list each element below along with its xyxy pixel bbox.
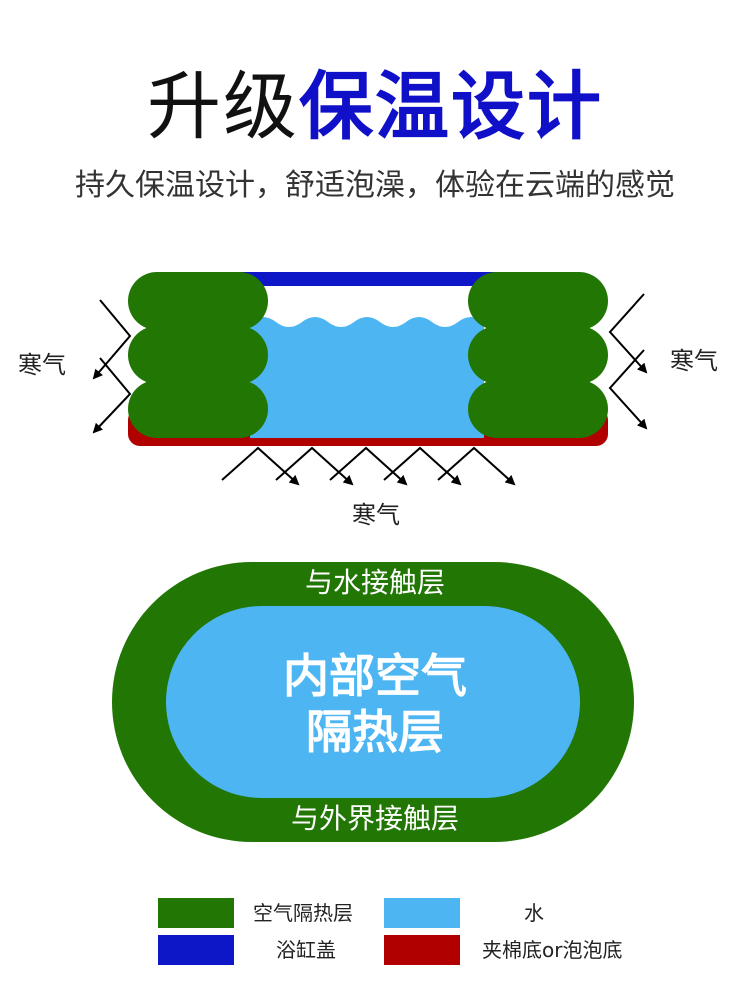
cold-label-bottom: 寒气 (352, 501, 400, 529)
ring-cross-section (112, 562, 634, 842)
title-plain: 升级 (147, 64, 299, 150)
cold-arrows-right (608, 293, 648, 430)
legend-swatch-base (384, 935, 460, 965)
legend-label-water: 水 (524, 901, 544, 925)
legend-label-insulation: 空气隔热层 (253, 901, 353, 925)
deflect-arrow (92, 357, 132, 434)
cold-arrows-left (92, 299, 132, 434)
deflect-arrow (275, 446, 354, 486)
title-accent: 保温设计 (299, 64, 603, 150)
insulation-ring (128, 326, 268, 384)
inner-air-core (166, 606, 580, 798)
insulation-ring (468, 272, 608, 330)
page-subtitle: 持久保温设计，舒适泡澡，体验在云端的感觉 (75, 168, 675, 203)
cold-arrows-bottom (221, 446, 516, 486)
deflect-arrow (92, 299, 132, 380)
tub-cover (240, 272, 496, 286)
core-label-line2: 隔热层 (306, 705, 444, 759)
deflect-arrow (608, 349, 648, 430)
tub-water (250, 317, 484, 438)
right-wall-insulation (468, 272, 608, 438)
legend-swatch-cover (158, 935, 234, 965)
outer-layer-label: 与外界接触层 (290, 802, 459, 835)
insulation-ring (468, 326, 608, 384)
page-title: 升级保温设计 (0, 62, 750, 152)
legend-swatch-insulation (158, 898, 234, 928)
deflect-arrow (329, 446, 408, 486)
cold-label-right: 寒气 (670, 347, 718, 375)
left-wall-insulation (128, 272, 268, 438)
cold-label-left: 寒气 (18, 351, 66, 379)
deflect-arrow (608, 293, 648, 374)
legend-label-base: 夹棉底or泡泡底 (482, 938, 623, 962)
insulation-ring (128, 272, 268, 330)
insulation-ring (468, 380, 608, 438)
tub-side-view (128, 272, 608, 446)
deflect-arrow (221, 446, 300, 486)
legend-label-cover: 浴缸盖 (276, 938, 336, 962)
inner-layer-label: 与水接触层 (304, 566, 445, 599)
legend-swatch-water (384, 898, 460, 928)
core-label-line1: 内部空气 (283, 649, 467, 703)
insulation-ring (128, 380, 268, 438)
deflect-arrow (383, 446, 462, 486)
deflect-arrow (437, 446, 516, 486)
